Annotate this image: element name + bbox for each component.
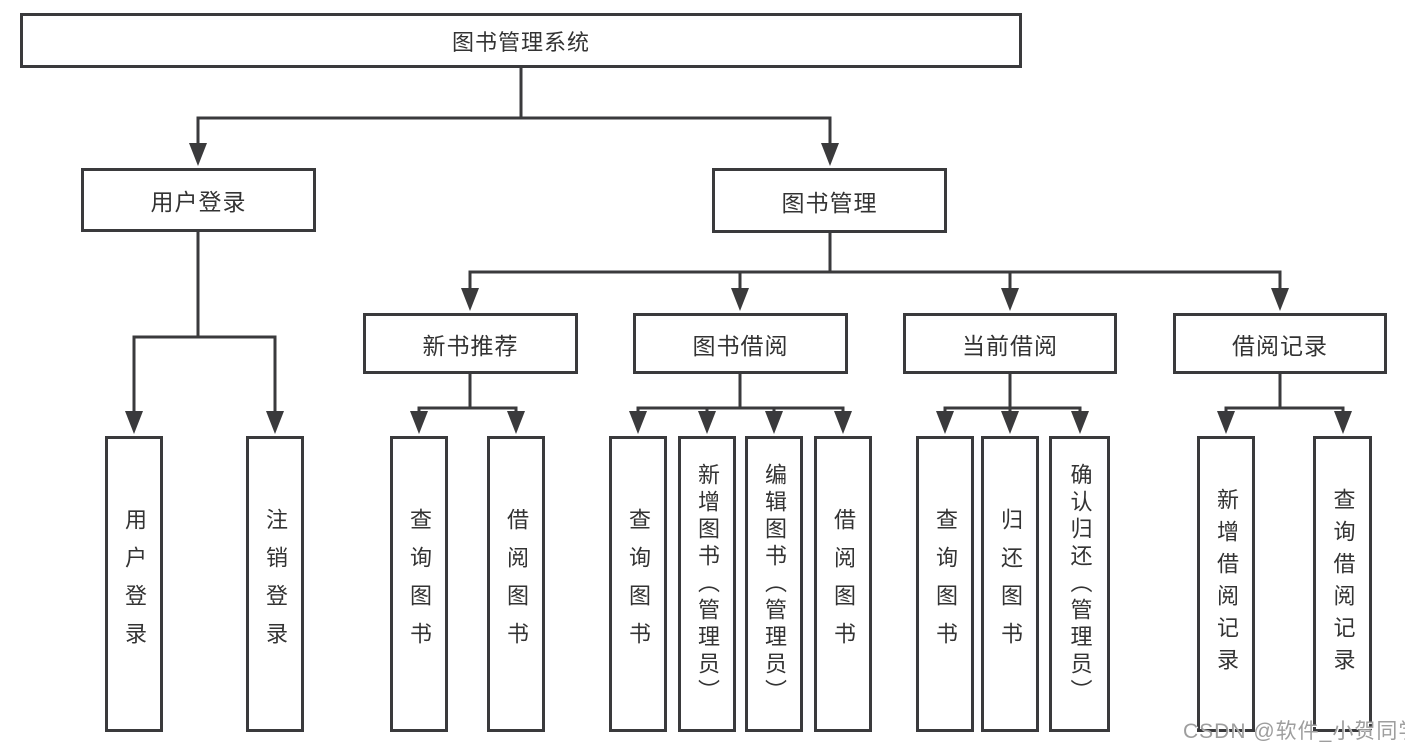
node-new-books: 新书推荐 [363, 313, 578, 374]
leaf-add-book-admin: 新增图书（管理员） [678, 436, 736, 732]
csdn-watermark: CSDN @软件_小贺同学 [1183, 720, 1405, 743]
node-borrow-records: 借阅记录 [1173, 313, 1387, 374]
leaf-confirm-return-admin: 确认归还（管理员） [1049, 436, 1110, 732]
leaf-logout: 注销登录 [246, 436, 304, 732]
leaf-borrow-books-newbooks: 借阅图书 [487, 436, 545, 732]
leaf-add-borrow-record: 新增借阅记录 [1197, 436, 1255, 732]
node-book-borrow: 图书借阅 [633, 313, 848, 374]
leaf-query-books-current: 查询图书 [916, 436, 974, 732]
leaf-query-books-borrow: 查询图书 [609, 436, 667, 732]
leaf-user-login: 用户登录 [105, 436, 163, 732]
leaf-edit-book-admin: 编辑图书（管理员） [745, 436, 803, 732]
node-current-borrow: 当前借阅 [903, 313, 1117, 374]
leaf-borrow-books-borrow: 借阅图书 [814, 436, 872, 732]
leaf-query-books-newbooks: 查询图书 [390, 436, 448, 732]
node-book-mgmt: 图书管理 [712, 168, 947, 233]
node-root: 图书管理系统 [20, 13, 1022, 68]
leaf-query-borrow-record: 查询借阅记录 [1313, 436, 1372, 732]
node-user-login: 用户登录 [81, 168, 316, 232]
leaf-return-books: 归还图书 [981, 436, 1039, 732]
